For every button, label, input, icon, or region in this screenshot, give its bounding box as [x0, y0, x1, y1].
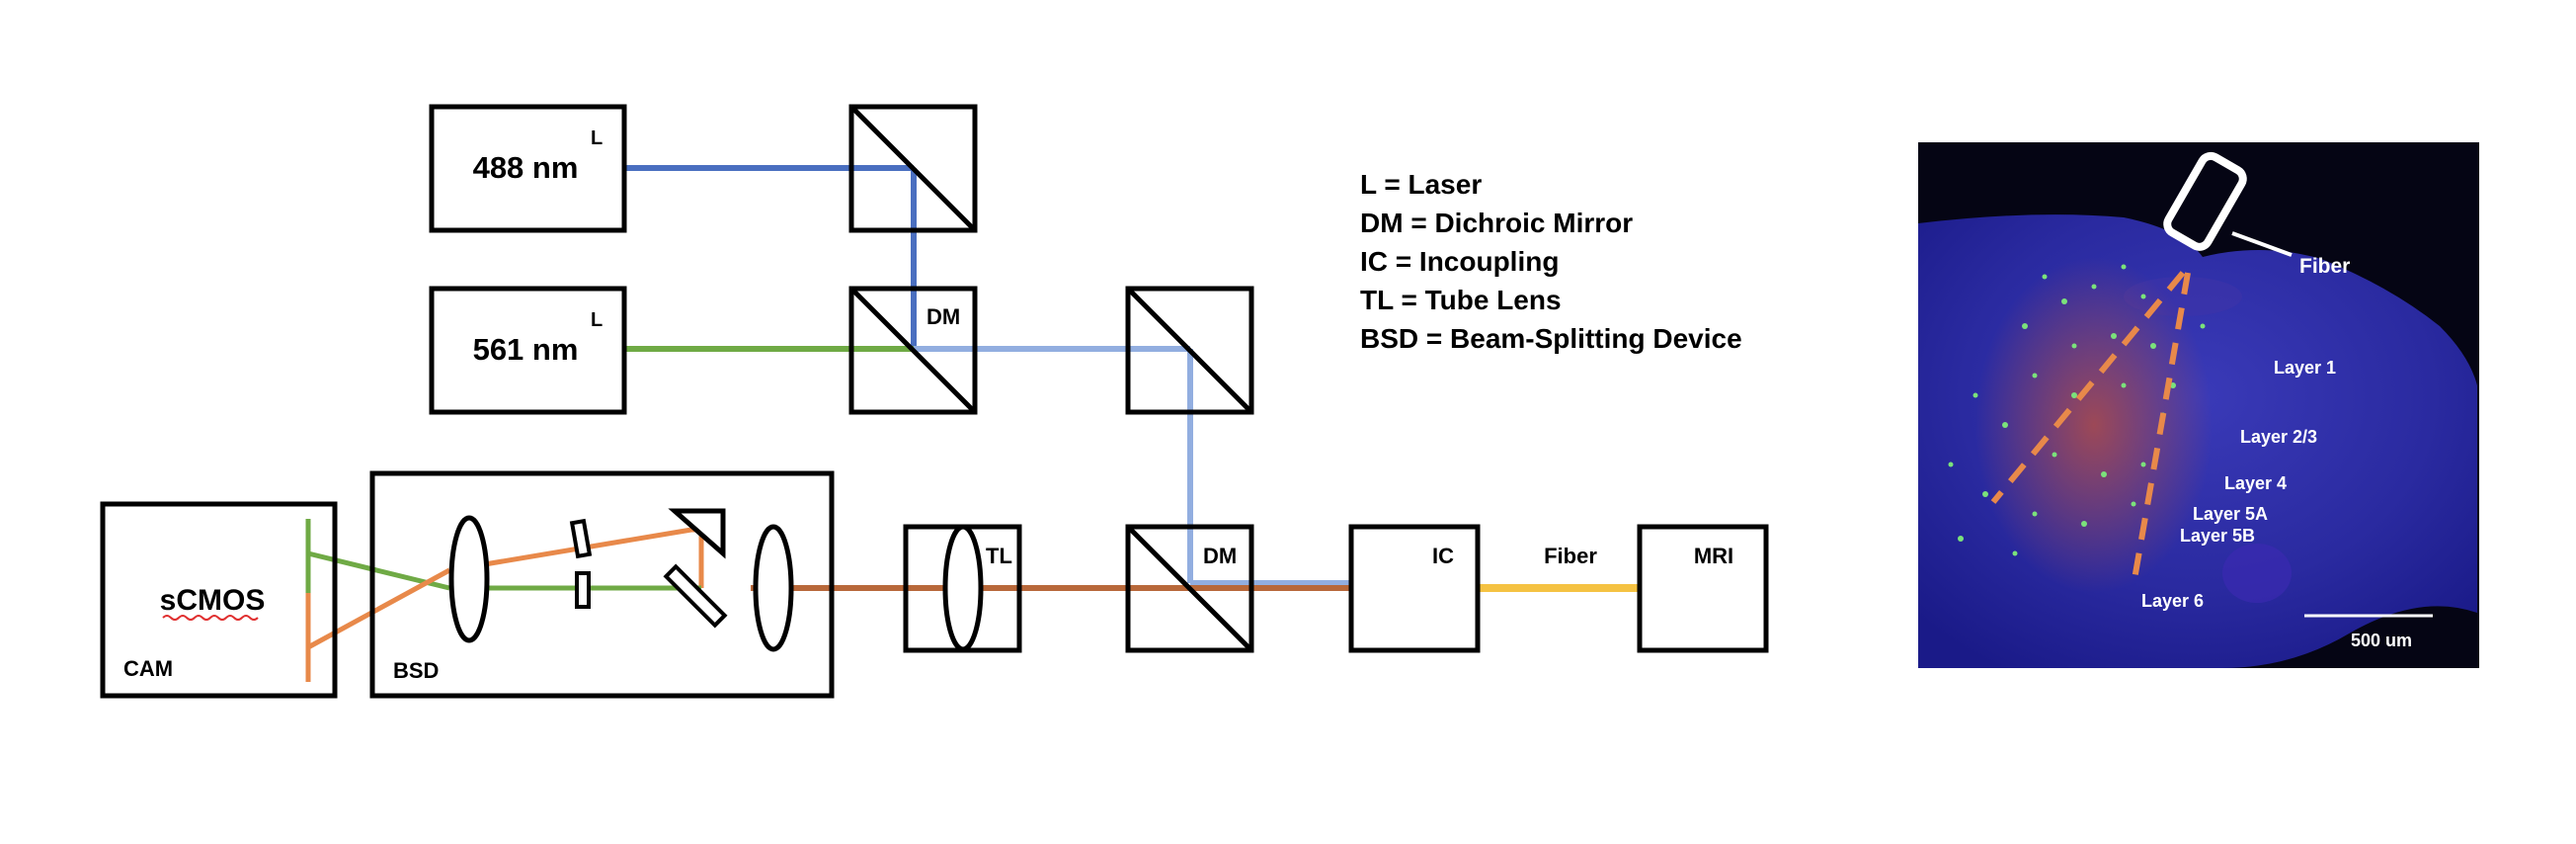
- laser-488-tag: L: [591, 127, 603, 149]
- layer-label: Layer 5B: [2180, 526, 2255, 546]
- layer-label: Layer 4: [2224, 473, 2287, 493]
- bsd-prism: [668, 508, 726, 559]
- camera-sensor-label: sCMOS: [160, 584, 266, 617]
- legend-item: TL = Tube Lens: [1360, 285, 1562, 315]
- incoupling-box: IC: [1348, 524, 1481, 653]
- dm-upper-label: DM: [926, 304, 960, 329]
- micrograph-fiber-label: Fiber: [2299, 255, 2350, 278]
- beam-splitting-device: BSD: [369, 470, 835, 699]
- layer-label: Layer 2/3: [2240, 427, 2317, 447]
- dm-lower-label: DM: [1203, 544, 1237, 568]
- tube-lens: TL: [903, 524, 1022, 653]
- layer-label: Layer 6: [2141, 591, 2204, 611]
- legend-item: BSD = Beam-Splitting Device: [1360, 323, 1742, 354]
- fiber-pointer: [2231, 231, 2293, 257]
- bsd-label: BSD: [393, 658, 439, 683]
- fiber-probe-icon: [2163, 151, 2247, 251]
- incoupling-label: IC: [1432, 544, 1454, 568]
- laser-561-tag: L: [591, 309, 603, 331]
- layer-label: Layer 1: [2274, 358, 2336, 378]
- spellcheck-underline: [162, 615, 259, 621]
- mirror-cube-right: [1125, 286, 1254, 415]
- mirror-cube-top: [848, 104, 978, 233]
- laser-488-label: 488 nm: [473, 150, 579, 185]
- tube-lens-label: TL: [986, 544, 1012, 568]
- legend-item: DM = Dichroic Mirror: [1360, 208, 1633, 238]
- scale-bar-label: 500 um: [2351, 631, 2412, 650]
- green-cells: [1948, 264, 2206, 556]
- mri-label: MRI: [1694, 544, 1733, 568]
- bsd-filter-bottom: [575, 571, 591, 609]
- bsd-mirror: [663, 563, 728, 629]
- bsd-lens-left: [448, 515, 490, 643]
- camera-tag: CAM: [123, 656, 173, 681]
- dichroic-mirror-upper: DM: [848, 286, 978, 415]
- brain-micrograph: Fiber Layer 1 Layer 2/3 Layer 4 Layer 5A…: [1918, 142, 2479, 668]
- layer-label: Layer 5A: [2193, 504, 2268, 524]
- cam-orange-in: [306, 567, 451, 650]
- cone-right: [2131, 272, 2191, 586]
- bsd-filter-top: [569, 518, 593, 559]
- bsd-orange-1: [448, 527, 692, 573]
- legend: L = Laser DM = Dichroic Mirror IC = Inco…: [1360, 169, 1742, 354]
- bsd-lens-right: [753, 524, 794, 652]
- camera-box: sCMOS CAM: [100, 501, 338, 699]
- cone-left: [1990, 271, 2186, 504]
- mri-box: MRI: [1637, 524, 1769, 653]
- legend-item: L = Laser: [1360, 169, 1482, 200]
- legend-item: IC = Incoupling: [1360, 246, 1559, 277]
- red-glow: [1975, 257, 2213, 593]
- laser-561: 561 nm L: [429, 286, 627, 415]
- laser-488: 488 nm L: [429, 104, 627, 233]
- fiber-label: Fiber: [1544, 544, 1597, 568]
- laser-561-label: 561 nm: [473, 332, 579, 367]
- dichroic-mirror-lower: DM: [1125, 524, 1254, 653]
